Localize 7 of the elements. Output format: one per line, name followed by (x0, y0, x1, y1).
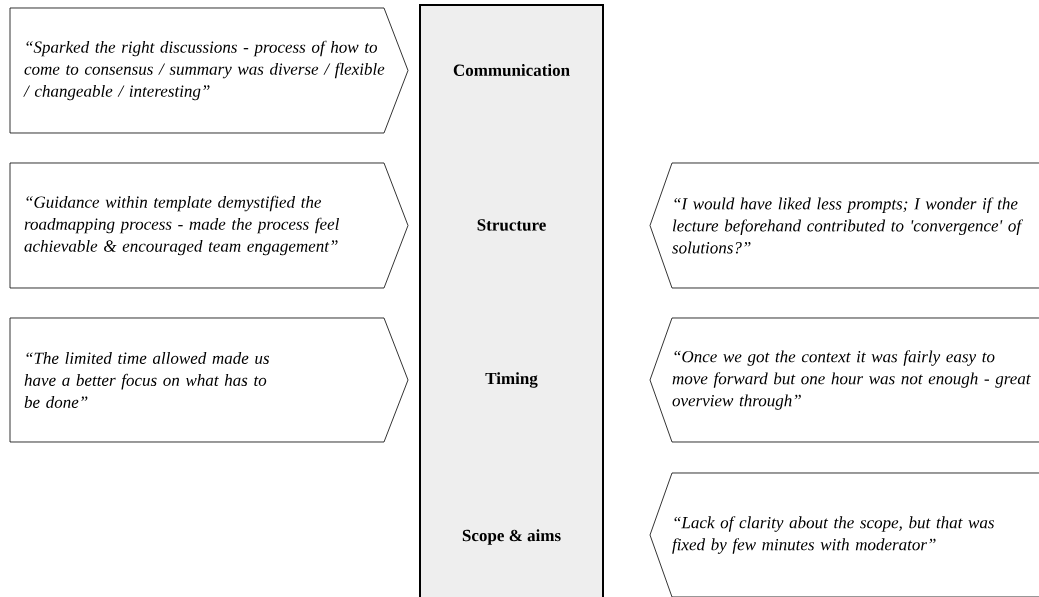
column-label: Structure (477, 219, 546, 231)
column-label: Timing (485, 372, 538, 388)
quote-arrow-box: “The limited time allowed made us have a better focus on what has to be done” (9, 317, 409, 443)
column-label: Communication (453, 64, 570, 76)
quote-arrow-box: “Guidance within template demystified the roadmapping process - made the process feel achievable & encouraged team engagement” (9, 162, 409, 289)
column-label: Scope & aims (462, 529, 561, 545)
quote-arrow-box: “Sparked the right discussions - process of how to come to consensus / summary was diverse / flexible / changeable / interesting” (9, 7, 409, 134)
